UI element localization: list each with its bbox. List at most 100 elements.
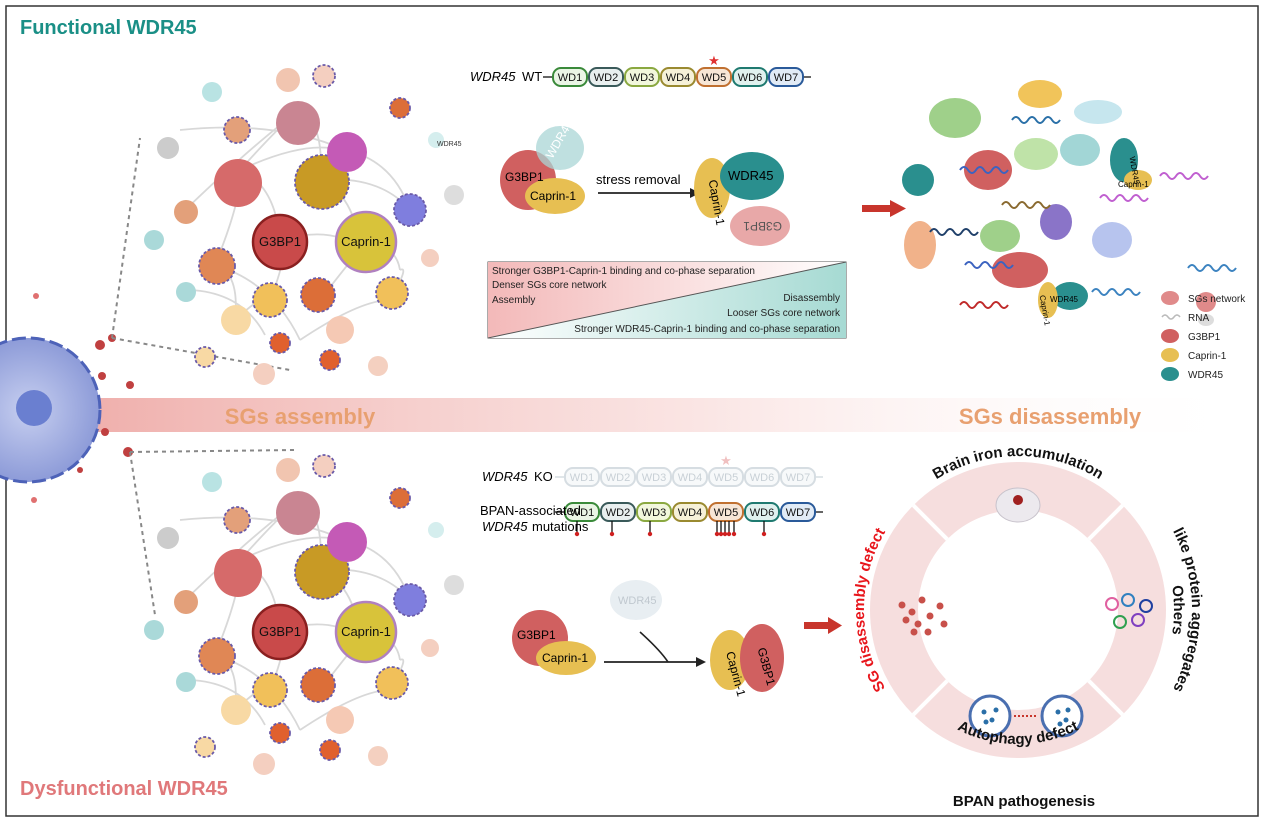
sg-node <box>214 549 262 597</box>
rna-strand <box>959 166 1009 174</box>
legend-item: Caprin-1 <box>1188 351 1227 362</box>
mutation-dot <box>574 531 580 537</box>
mutation-dot <box>761 531 767 537</box>
red-arrows <box>804 200 906 634</box>
wdr45-shape-faded <box>536 126 584 170</box>
wt-gene-label: WDR45 <box>470 69 516 84</box>
domain-label: WD4 <box>678 472 702 484</box>
sg-node <box>294 544 350 600</box>
cargo-dot <box>1065 707 1071 713</box>
top-caprin-text: Caprin-1 <box>530 189 576 203</box>
sg-node <box>300 667 336 703</box>
rna-strand <box>959 301 1009 309</box>
sg-dot <box>908 608 916 616</box>
after-g3bp1-text: G3BP1 <box>743 219 782 233</box>
sg-node <box>176 282 196 302</box>
sg-node <box>174 590 198 614</box>
mutation-dot <box>647 531 653 537</box>
sg-dot <box>914 620 922 628</box>
sg-node <box>334 600 398 664</box>
legend-swatch-icon <box>1161 329 1179 343</box>
protein-blob <box>904 221 936 269</box>
legend-swatch-icon <box>1161 367 1179 381</box>
sg-dot <box>940 620 948 628</box>
grad-line4: Disassembly <box>783 293 840 304</box>
domain-wd6 <box>744 502 780 522</box>
bottom-g3bp1-after-shape <box>740 624 784 692</box>
band-left-label: SGs assembly <box>225 404 376 429</box>
protein-blob <box>1018 80 1062 108</box>
sg-node <box>251 603 309 661</box>
sg-dot <box>918 596 926 604</box>
protein-blob <box>964 150 1012 190</box>
mutation-dot <box>726 531 732 537</box>
rna-strand <box>1011 116 1061 124</box>
bottom-wdr45-faded <box>610 580 662 620</box>
protein-blob <box>1124 170 1152 190</box>
ko-gene-label: WDR45 <box>482 469 528 484</box>
domain-label: WD7 <box>786 472 810 484</box>
rna-strand <box>1099 194 1149 202</box>
mutation-dot <box>731 531 737 537</box>
legend-swatch-icon <box>1161 291 1179 305</box>
sg-node <box>223 116 251 144</box>
sg-node <box>428 132 444 148</box>
sg-node <box>375 276 409 310</box>
grad-line3: Assembly <box>492 295 535 306</box>
sg-node <box>253 363 275 385</box>
bottom-curve-arrow <box>639 631 669 663</box>
dysfunctional-title: Dysfunctional WDR45 <box>20 778 228 800</box>
sg-node <box>202 472 222 492</box>
domain-wd5 <box>708 467 744 487</box>
stress-removal-label: stress removal <box>596 172 681 187</box>
aggregate-icon <box>1121 593 1135 607</box>
node-g3bp1-label: G3BP1 <box>259 234 301 249</box>
legend-item: SGs network <box>1188 294 1246 305</box>
mutation-dot <box>722 531 728 537</box>
grad-line6: Stronger WDR45-Caprin-1 binding and co-p… <box>574 324 840 335</box>
sg-node <box>393 583 427 617</box>
grad-line1: Stronger G3BP1-Caprin-1 binding and co-p… <box>492 266 755 277</box>
bottom-g3bp1-text: G3BP1 <box>517 628 556 642</box>
network-edge <box>179 516 346 541</box>
domain-label: WD6 <box>750 472 774 484</box>
sg-node <box>176 672 196 692</box>
sg-node <box>319 739 341 761</box>
sg-node <box>214 159 262 207</box>
protein-blob <box>1052 282 1088 310</box>
bpan-label: BPAN-associated <box>480 503 581 518</box>
rna-strand <box>1187 264 1237 272</box>
cargo-dot <box>1057 721 1063 727</box>
sg-node <box>221 305 251 335</box>
sg-node <box>144 620 164 640</box>
mutation-dot <box>609 531 615 537</box>
cargo-dot <box>981 709 987 715</box>
domain-label: WD3 <box>642 507 666 519</box>
legend-item: RNA <box>1188 313 1209 324</box>
node-g3bp1-label: G3BP1 <box>259 624 301 639</box>
sg-node <box>157 527 179 549</box>
sg-dot <box>902 616 910 624</box>
sg-dot <box>924 628 932 636</box>
domain-wd2 <box>600 502 636 522</box>
functional-title: Functional WDR45 <box>20 17 197 39</box>
grad-line5: Looser SGs core network <box>727 308 841 319</box>
bpan-caption: BPAN pathogenesis <box>953 793 1095 810</box>
rna-strand <box>1091 288 1141 296</box>
sg-node <box>319 349 341 371</box>
node-caprin-label: Caprin-1 <box>341 234 391 249</box>
sg-node <box>327 132 367 172</box>
dispersed-components <box>902 80 1237 326</box>
ring-divider <box>1087 503 1125 541</box>
sg-node <box>276 458 300 482</box>
scatter-caprin-label: Caprin-1 <box>1118 180 1149 189</box>
network-edge <box>189 679 266 726</box>
protein-blob <box>1092 222 1132 258</box>
sg-node <box>327 522 367 562</box>
sg-node <box>194 736 216 758</box>
